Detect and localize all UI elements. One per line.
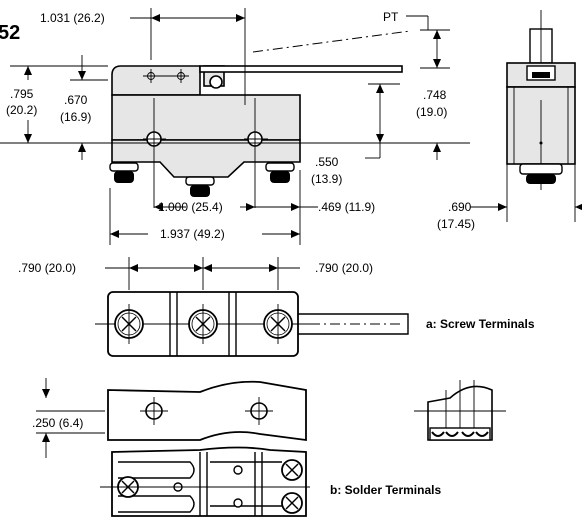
label-solder-terminals: b: Solder Terminals	[330, 483, 441, 497]
switch-lever	[199, 65, 403, 73]
terminal-screw-icon	[114, 171, 134, 183]
dim-pt: PT	[383, 10, 399, 24]
switch-base	[111, 139, 301, 178]
side-view: .690 (17.45)	[437, 10, 582, 231]
solder-body-top	[107, 380, 307, 442]
screw-terminals-view: .790 (20.0) .790 (20.0)	[18, 257, 535, 357]
dim-terminal-spacing-right: .790 (20.0)	[315, 261, 373, 275]
terminal-screw-icon	[265, 162, 295, 172]
terminal-screw-icon	[185, 176, 215, 186]
solder-terminals-view: .250 (6.4) b: Solder T	[32, 378, 506, 517]
dim-solder-offset: .250 (6.4)	[32, 416, 83, 430]
lever-travel-line	[252, 30, 411, 53]
dim-right-offset: .469 (11.9)	[318, 200, 375, 214]
screw-icon	[188, 304, 218, 344]
dim-height-overall: .795	[10, 87, 34, 101]
terminal-screw-icon	[270, 171, 290, 183]
screw-icon	[114, 304, 144, 344]
dim-lever-height-mm: (19.0)	[416, 105, 447, 119]
switch-cap	[111, 65, 201, 96]
dim-height-overall-mm: (20.2)	[6, 103, 37, 117]
dim-height-body-mm: (16.9)	[60, 110, 91, 124]
front-view: 52	[0, 8, 470, 245]
solder-side-detail	[414, 380, 506, 441]
dim-plunger-offset: .550	[315, 155, 339, 169]
label-screw-terminals: a: Screw Terminals	[426, 317, 535, 331]
switch-body	[111, 94, 301, 141]
screw-icon	[263, 304, 293, 344]
dim-top-width: 1.031 (26.2)	[40, 11, 105, 25]
terminal-screw-icon	[190, 185, 210, 197]
roller-icon	[209, 75, 223, 89]
solder-body-bottom	[111, 446, 307, 517]
terminal-screw-icon	[109, 162, 139, 172]
dim-hole-spacing: 1.000 (25.4)	[158, 200, 223, 214]
dim-side-width-mm: (17.45)	[437, 217, 475, 231]
figure-number: 52	[0, 22, 20, 44]
dim-plunger-offset-mm: (13.9)	[311, 172, 342, 186]
dim-body-length: 1.937 (49.2)	[160, 227, 225, 241]
dim-side-width: .690	[448, 200, 472, 214]
dim-height-body: .670	[64, 93, 88, 107]
dim-lever-height: .748	[423, 88, 447, 102]
side-terminal-screw-icon	[526, 174, 556, 184]
dim-terminal-spacing-left: .790 (20.0)	[18, 261, 76, 275]
